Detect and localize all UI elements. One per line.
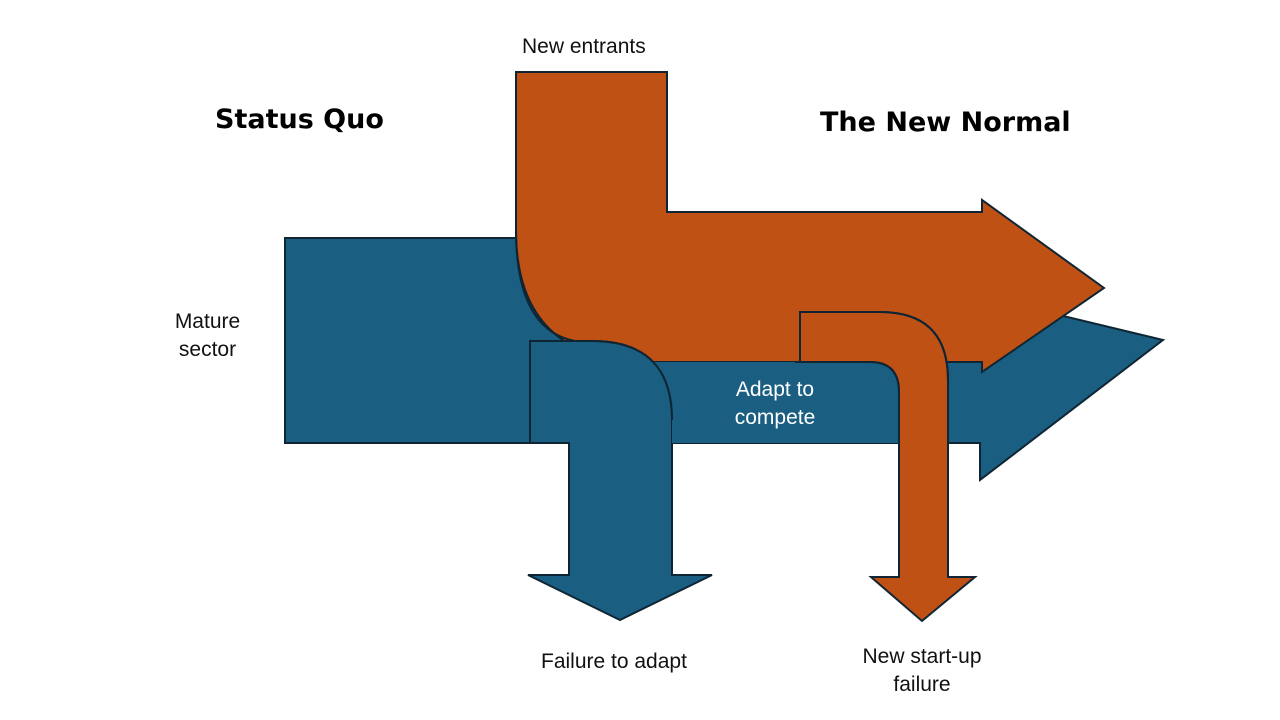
adapt-to-compete-band — [650, 362, 899, 443]
adapt-to-compete-label: Adapt to compete — [720, 376, 830, 432]
mature-sector-line1: Mature — [174, 310, 241, 333]
startup-failure-line1: New start-up — [862, 645, 982, 668]
mature-sector-line2: sector — [178, 338, 237, 361]
startup-failure-curve-outline — [810, 311, 949, 381]
new-entrants-curve-outline — [515, 229, 576, 342]
adapt-line1: Adapt to — [735, 378, 815, 401]
status-quo-title: Status Quo — [215, 104, 384, 135]
new-entrants-label: New entrants — [522, 35, 646, 58]
new-normal-title: The New Normal — [820, 107, 1071, 138]
failure-to-adapt-curve-outline — [530, 340, 673, 421]
mature-sector-label: Mature sector — [160, 308, 255, 364]
adapt-band-corner-outline — [795, 361, 900, 443]
startup-failure-label: New start-up failure — [847, 643, 997, 699]
adapt-line2: compete — [734, 406, 816, 429]
startup-failure-line2: failure — [893, 673, 951, 696]
failure-to-adapt-label: Failure to adapt — [541, 650, 687, 673]
